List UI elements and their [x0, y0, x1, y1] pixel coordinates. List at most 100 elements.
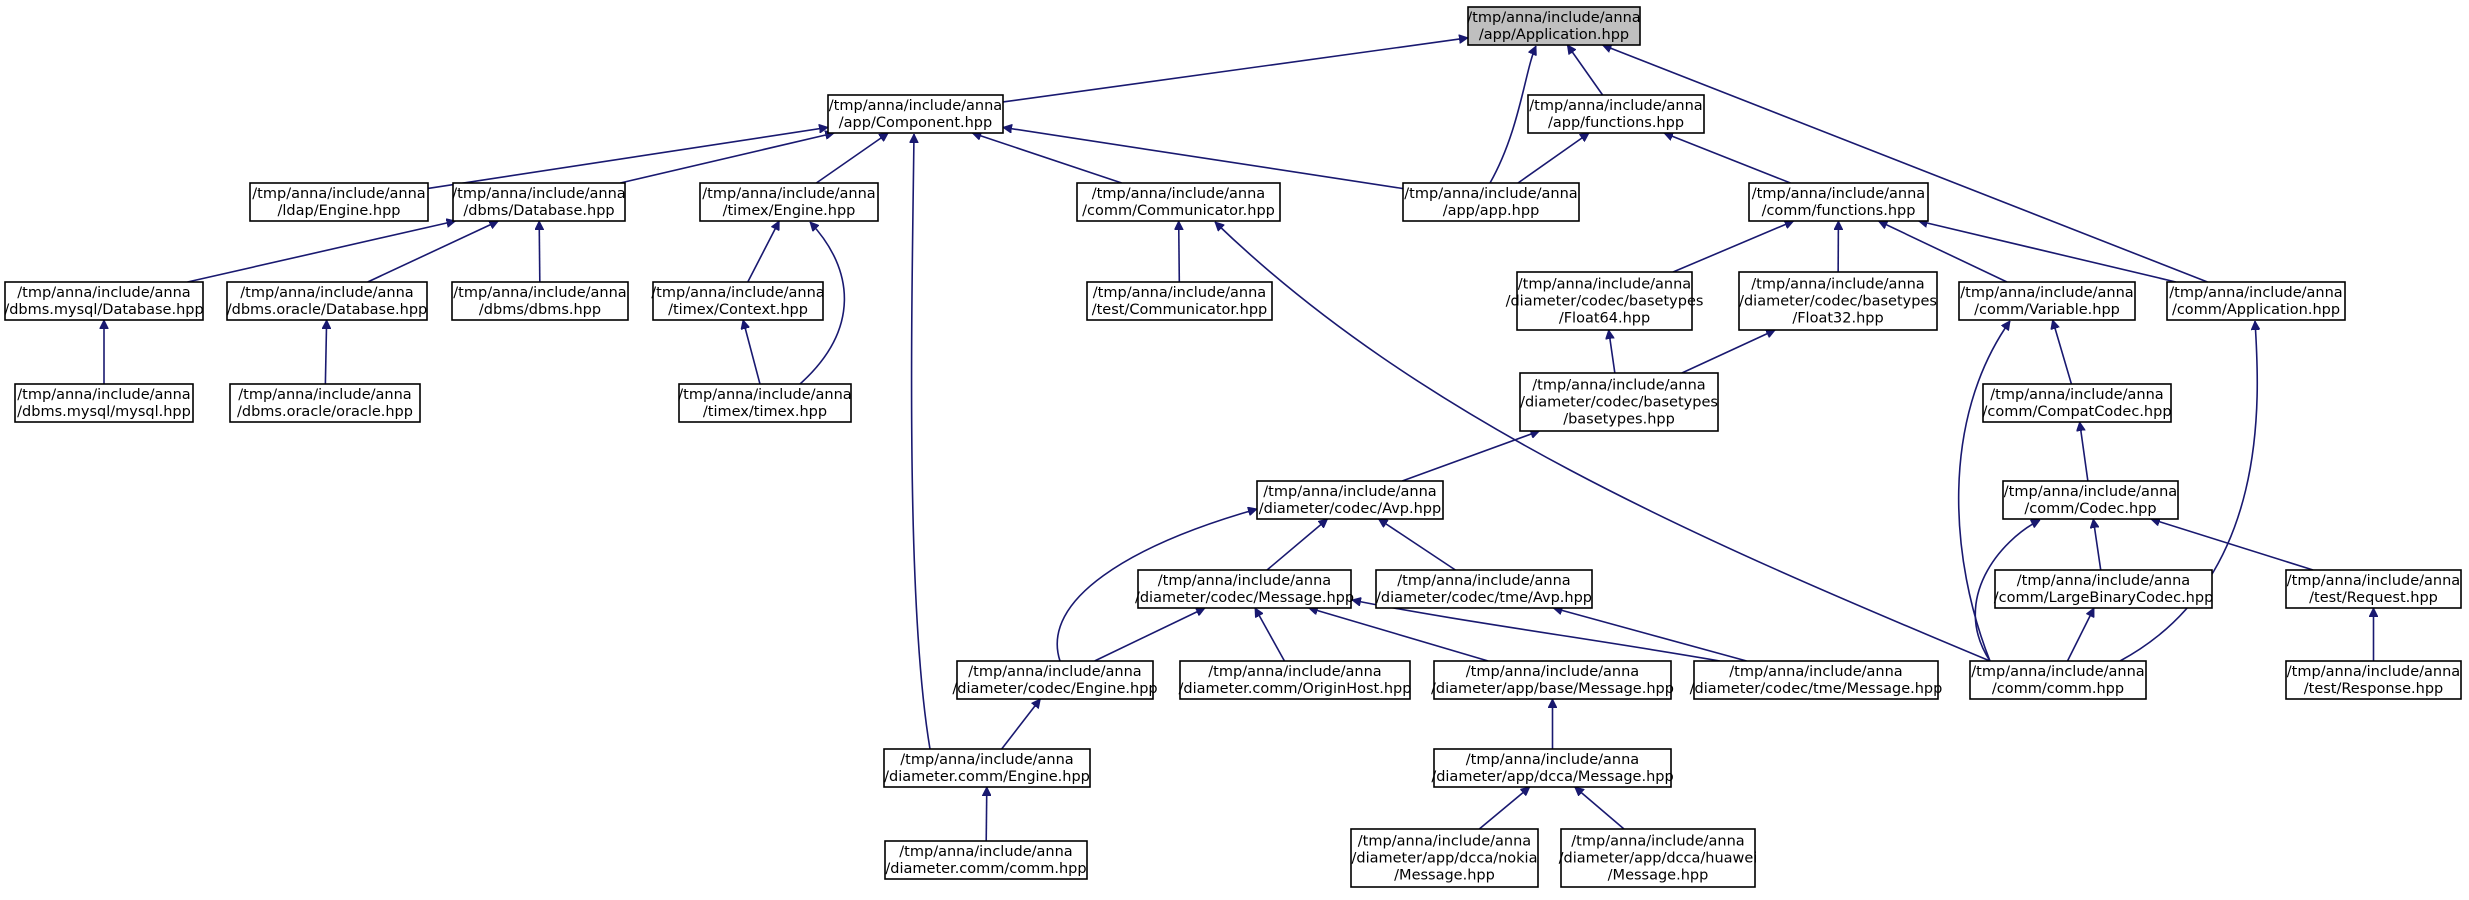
- node-dbms-database[interactable]: /tmp/anna/include/anna/dbms/Database.hpp: [452, 182, 626, 222]
- node-test-request[interactable]: /tmp/anna/include/anna/test/Request.hpp: [2285, 569, 2462, 609]
- node-label-line: /tmp/anna/include/anna: [702, 186, 875, 202]
- node-comm-codec[interactable]: /tmp/anna/include/anna/comm/Codec.hpp: [2002, 480, 2179, 520]
- node-codec-engine[interactable]: /tmp/anna/include/anna/diameter/codec/En…: [952, 660, 1158, 700]
- edge-comm_application-to-app_application: [1603, 45, 2208, 283]
- node-label-line: /tmp/anna/include/anna: [829, 98, 1002, 114]
- node-comm-compatcodec[interactable]: /tmp/anna/include/anna/comm/CompatCodec.…: [1982, 383, 2172, 423]
- node-label-line: /tmp/anna/include/anna: [678, 387, 851, 403]
- node-ldap-engine[interactable]: /tmp/anna/include/anna/ldap/Engine.hpp: [249, 182, 429, 222]
- node-label-line: /Float32.hpp: [1792, 311, 1883, 327]
- node-label-line: /tmp/anna/include/anna: [1571, 834, 1744, 850]
- node-box: [1527, 94, 1705, 134]
- edge-dcca_huawei_message-to-dcca_message: [1575, 787, 1625, 830]
- node-box: [699, 182, 879, 222]
- node-tme-message[interactable]: /tmp/anna/include/anna/diameter/codec/tm…: [1690, 660, 1943, 700]
- node-timex-timex[interactable]: /tmp/anna/include/anna/timex/timex.hpp: [678, 383, 852, 423]
- node-box: [1969, 660, 2147, 700]
- node-float64[interactable]: /tmp/anna/include/anna/diameter/codec/ba…: [1506, 271, 1704, 331]
- edge-diameter_comm_engine-to-codec_engine: [1001, 699, 1041, 750]
- node-label-line: /app/Component.hpp: [839, 115, 992, 131]
- node-label-line: /tmp/anna/include/anna: [1990, 387, 2163, 403]
- node-label-line: /diameter/codec/Message.hpp: [1135, 590, 1354, 606]
- edge-comm_comm-to-comm_application: [2119, 321, 2257, 662]
- node-box: [2166, 281, 2346, 321]
- node-label-line: /diameter/app/base/Message.hpp: [1431, 681, 1674, 697]
- node-dbms-dbms[interactable]: /tmp/anna/include/anna/dbms/dbms.hpp: [451, 281, 629, 321]
- edge-ldap_engine-to-app_component: [427, 127, 828, 190]
- node-box: [1994, 569, 2213, 609]
- node-dbms-mysql-mysql[interactable]: /tmp/anna/include/anna/dbms.mysql/mysql.…: [14, 383, 194, 423]
- node-test-communicator[interactable]: /tmp/anna/include/anna/test/Communicator…: [1086, 281, 1273, 321]
- node-box: [1738, 271, 1938, 331]
- node-timex-context[interactable]: /tmp/anna/include/anna/timex/Context.hpp: [651, 281, 825, 321]
- node-box: [884, 840, 1088, 880]
- node-box: [883, 748, 1091, 788]
- node-dcca-huawei-message[interactable]: /tmp/anna/include/anna/diameter/app/dcca…: [1559, 828, 1758, 888]
- node-dbms-mysql-database[interactable]: /tmp/anna/include/anna/dbms.mysql/Databa…: [4, 281, 204, 321]
- node-box: [652, 281, 824, 321]
- node-box: [1256, 480, 1444, 520]
- node-box: [14, 383, 194, 423]
- node-label-line: /tmp/anna/include/anna: [2287, 573, 2460, 589]
- node-test-response[interactable]: /tmp/anna/include/anna/test/Response.hpp: [2285, 660, 2462, 700]
- node-label-line: /diameter/codec/basetypes: [1739, 294, 1937, 310]
- node-label-line: /tmp/anna/include/anna: [17, 387, 190, 403]
- node-dcca-nokia-message[interactable]: /tmp/anna/include/anna/diameter/app/dcca…: [1350, 828, 1539, 888]
- node-app-component[interactable]: /tmp/anna/include/anna/app/Component.hpp: [827, 94, 1004, 134]
- node-box: [1519, 372, 1719, 432]
- node-codec-avp[interactable]: /tmp/anna/include/anna/diameter/codec/Av…: [1256, 480, 1444, 520]
- node-app-application[interactable]: /tmp/anna/include/anna/app/Application.h…: [1467, 6, 1641, 46]
- node-label-line: /diameter.comm/Engine.hpp: [884, 769, 1090, 785]
- node-box: [1179, 660, 1411, 700]
- node-label-line: /timex/Engine.hpp: [723, 203, 856, 219]
- node-label-line: /diameter/codec/Engine.hpp: [952, 681, 1157, 697]
- node-comm-application[interactable]: /tmp/anna/include/anna/comm/Application.…: [2166, 281, 2346, 321]
- node-comm-functions[interactable]: /tmp/anna/include/anna/comm/functions.hp…: [1748, 182, 1929, 222]
- node-app-app[interactable]: /tmp/anna/include/anna/app/app.hpp: [1402, 182, 1580, 222]
- node-label-line: /test/Communicator.hpp: [1092, 302, 1268, 318]
- node-comm-variable[interactable]: /tmp/anna/include/anna/comm/Variable.hpp: [1958, 281, 2136, 321]
- edge-basetypes-to-float64: [1609, 330, 1616, 374]
- node-label-line: /Message.hpp: [1608, 868, 1709, 884]
- edge-app_app-to-app_component: [1003, 127, 1404, 190]
- edges-layer: [104, 38, 2374, 842]
- node-diameter-comm-comm[interactable]: /tmp/anna/include/anna/diameter.comm/com…: [884, 840, 1088, 880]
- edge-codec_avp-to-basetypes: [1401, 431, 1539, 482]
- node-comm-comm[interactable]: /tmp/anna/include/anna/comm/comm.hpp: [1969, 660, 2147, 700]
- edge-dcca_nokia_message-to-dcca_message: [1478, 787, 1529, 830]
- node-box: [1137, 569, 1352, 609]
- edge-timex_context-to-timex_engine: [747, 221, 780, 283]
- edge-test_request-to-comm_codec: [2151, 519, 2314, 571]
- node-originhost[interactable]: /tmp/anna/include/anna/diameter.comm/Ori…: [1179, 660, 1412, 700]
- node-dcca-message[interactable]: /tmp/anna/include/anna/diameter/app/dcca…: [1431, 748, 1674, 788]
- edge-comm_codec-to-comm_compatcodec: [2080, 422, 2089, 482]
- node-label-line: /dbms.mysql/mysql.hpp: [17, 404, 191, 420]
- node-box: [226, 281, 428, 321]
- node-app-base-message[interactable]: /tmp/anna/include/anna/diameter/app/base…: [1431, 660, 1674, 700]
- node-diameter-comm-engine[interactable]: /tmp/anna/include/anna/diameter.comm/Eng…: [883, 748, 1091, 788]
- node-label-line: /app/app.hpp: [1443, 203, 1540, 219]
- node-timex-engine[interactable]: /tmp/anna/include/anna/timex/Engine.hpp: [699, 182, 879, 222]
- edge-dbms_database-to-app_component: [620, 133, 834, 184]
- node-codec-message[interactable]: /tmp/anna/include/anna/diameter/codec/Me…: [1135, 569, 1354, 609]
- node-label-line: /comm/functions.hpp: [1762, 203, 1916, 219]
- node-label-line: /tmp/anna/include/anna: [1092, 186, 1265, 202]
- node-basetypes[interactable]: /tmp/anna/include/anna/diameter/codec/ba…: [1519, 372, 1719, 432]
- node-label-line: /dbms.oracle/Database.hpp: [227, 302, 428, 318]
- node-label-line: /tmp/anna/include/anna: [899, 844, 1072, 860]
- node-comm-communicator[interactable]: /tmp/anna/include/anna/comm/Communicator…: [1076, 182, 1281, 222]
- node-box: [1076, 182, 1281, 222]
- node-label-line: /tmp/anna/include/anna: [1752, 186, 1925, 202]
- node-comm-largebinarycodec[interactable]: /tmp/anna/include/anna/comm/LargeBinaryC…: [1994, 569, 2214, 609]
- node-float32[interactable]: /tmp/anna/include/anna/diameter/codec/ba…: [1738, 271, 1938, 331]
- node-dbms-oracle-oracle[interactable]: /tmp/anna/include/anna/dbms.oracle/oracl…: [229, 383, 421, 423]
- node-label-line: /tmp/anna/include/anna: [1529, 98, 1702, 114]
- edge-tme_message-to-codec_message: [1352, 600, 1721, 662]
- edge-comm_comm-to-comm_communicator: [1215, 222, 1991, 662]
- node-app-functions[interactable]: /tmp/anna/include/anna/app/functions.hpp: [1527, 94, 1705, 134]
- edge-app_app-to-app_application: [1489, 46, 1536, 184]
- node-dbms-oracle-database[interactable]: /tmp/anna/include/anna/dbms.oracle/Datab…: [226, 281, 428, 321]
- node-label-line: /comm/Codec.hpp: [2024, 501, 2156, 517]
- node-tme-avp[interactable]: /tmp/anna/include/anna/diameter/codec/tm…: [1375, 569, 1593, 609]
